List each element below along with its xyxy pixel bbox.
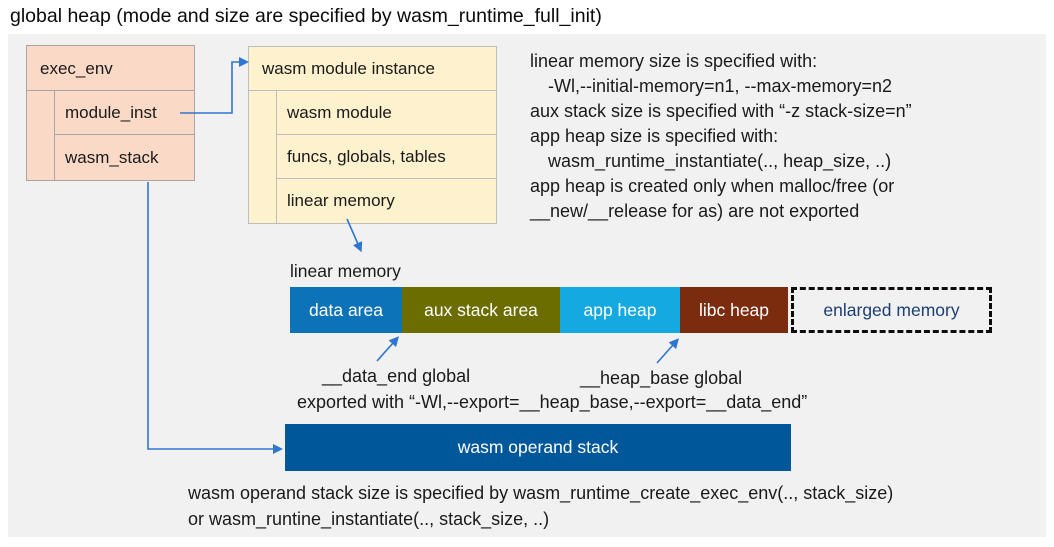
note-line: or wasm_runtine_instantiate(.., stack_si… [188,509,550,529]
memory-segment-libc-heap: libc heap [680,287,788,333]
module-instance-row-wasm-module: wasm module [276,91,496,135]
note-line: wasm_runtime_instantiate(.., heap_size, … [548,151,892,171]
note-line: app heap is created only when malloc/fre… [530,176,895,196]
module-instance-row-funcs-globals-tables: funcs, globals, tables [276,135,496,179]
note-line: linear memory size is specified with: [530,51,818,71]
operand-stack-notes: wasm operand stack size is specified by … [188,480,893,532]
exec-env-row-module-inst: module_inst [54,91,194,135]
heap-base-global-label: __heap_base global [580,368,743,388]
note-line: aux stack size is specified with “-z sta… [530,101,912,121]
module-instance-rows: wasm module funcs, globals, tables linea… [276,91,496,223]
memory-segment-data-area: data area [290,287,402,333]
data-end-global-label: __data_end global [322,366,471,386]
enlarged-memory-box: enlarged memory [791,287,992,333]
page-title: global heap (mode and size are specified… [10,5,602,27]
exec-env-box: exec_env module_inst wasm_stack [26,45,195,181]
linear-memory-label: linear memory [290,261,401,281]
note-line: __new/__release for as) are not exported [530,201,860,221]
module-instance-box: wasm module instance wasm module funcs, … [248,46,497,224]
memory-segment-aux-stack-area: aux stack area [402,287,560,333]
note-line: app heap size is specified with: [530,126,779,146]
exported-flags-note: exported with “-Wl,--export=__heap_base,… [297,392,808,412]
module-instance-header: wasm module instance [249,47,496,91]
exec-env-rows: module_inst wasm_stack [54,91,194,180]
note-line: -Wl,--initial-memory=n1, --max-memory=n2 [548,76,893,96]
module-instance-row-linear-memory: linear memory [276,179,496,223]
wasm-operand-stack-bar: wasm operand stack [285,424,791,471]
linear-memory-bar: data area aux stack area app heap libc h… [290,287,788,333]
memory-segment-app-heap: app heap [560,287,680,333]
exec-env-header: exec_env [27,46,194,91]
memory-size-notes: linear memory size is specified with: -W… [530,49,912,224]
exec-env-row-wasm-stack: wasm_stack [54,135,194,180]
note-line: wasm operand stack size is specified by … [188,483,894,503]
